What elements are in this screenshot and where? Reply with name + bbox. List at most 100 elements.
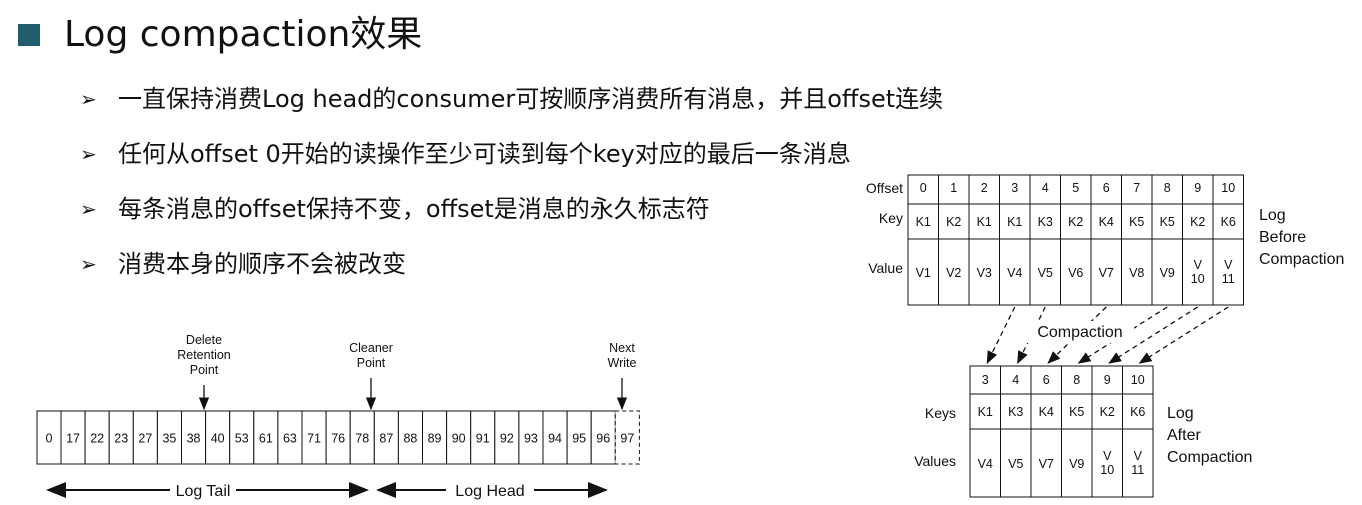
log-cell	[349, 410, 375, 465]
before-value-cell: V4	[1007, 266, 1022, 280]
before-value-cell: V3	[977, 266, 992, 280]
log-cell	[277, 410, 303, 465]
before-value-cell: 11	[1222, 272, 1235, 286]
before-offset-cell: 10	[1221, 181, 1235, 195]
log-cell	[542, 410, 568, 465]
before-offset-cell: 8	[1164, 181, 1171, 195]
before-value-cell: V5	[1038, 266, 1053, 280]
after-value-cell: V9	[1069, 457, 1084, 471]
log-cell	[590, 410, 616, 465]
after-key-cell: K1	[978, 405, 993, 419]
before-offset-cell: 5	[1072, 181, 1079, 195]
before-key-cell: K5	[1160, 215, 1175, 229]
cleaner-point-label: Point	[357, 356, 386, 370]
arrow-bullet-icon: ➢	[80, 142, 97, 166]
log-offset-label: 87	[379, 432, 393, 446]
delete-retention-point-label: Retention	[177, 348, 231, 362]
log-cell	[566, 410, 592, 465]
after-value-cell: V	[1134, 449, 1143, 463]
compaction-label: Compaction	[1037, 324, 1122, 341]
delete-retention-point-label: Point	[190, 363, 219, 377]
before-key-cell: K6	[1221, 215, 1236, 229]
after-value-cell: V	[1103, 449, 1112, 463]
before-offset-cell: 9	[1194, 181, 1201, 195]
before-offset-cell: 4	[1042, 181, 1049, 195]
before-offset-cell: 7	[1133, 181, 1140, 195]
log-offset-label: 90	[452, 432, 466, 446]
compaction-arrow	[986, 306, 1016, 365]
log-offset-label: 35	[162, 432, 176, 446]
arrow-bullet-icon: ➢	[80, 87, 97, 111]
log-cell	[181, 410, 207, 465]
log-offset-label: 88	[403, 432, 417, 446]
after-key-cell: K2	[1100, 405, 1115, 419]
after-row-label: Keys	[925, 405, 956, 421]
log-offset-label: 38	[187, 432, 201, 446]
cleaner-point-label: Cleaner	[349, 341, 393, 355]
after-key-cell: K3	[1008, 405, 1023, 419]
before-caption: Log	[1259, 207, 1286, 224]
before-row-label: Key	[879, 210, 903, 226]
after-offset-cell: 9	[1104, 373, 1111, 387]
log-head-label: Log Head	[455, 483, 524, 500]
log-offset-label: 97	[620, 432, 634, 446]
log-cell	[84, 410, 110, 465]
log-cell	[205, 410, 231, 465]
compaction-label-bg	[1026, 321, 1134, 343]
after-offset-cell: 10	[1131, 373, 1145, 387]
log-offset-label: 94	[548, 432, 562, 446]
next-write-label: Write	[608, 356, 637, 370]
log-offset-label: 92	[500, 432, 514, 446]
before-key-cell: K2	[1190, 215, 1205, 229]
log-offset-label: 78	[355, 432, 369, 446]
log-offset-label: 93	[524, 432, 538, 446]
log-offset-label: 89	[428, 432, 442, 446]
bullet-text: 消费本身的顺序不会被改变	[118, 250, 406, 278]
after-offset-cell: 4	[1012, 373, 1019, 387]
arrow-bullet-icon: ➢	[80, 197, 97, 221]
before-value-cell: 10	[1191, 272, 1205, 286]
before-value-cell: V9	[1160, 266, 1175, 280]
after-value-cell: V7	[1039, 457, 1054, 471]
after-offset-cell: 6	[1043, 373, 1050, 387]
before-table-frame	[907, 174, 1244, 306]
before-value-cell: V	[1224, 258, 1233, 272]
before-caption: Compaction	[1259, 251, 1344, 268]
after-key-cell: K6	[1130, 405, 1145, 419]
before-key-cell: K4	[1099, 215, 1114, 229]
before-offset-cell: 2	[981, 181, 988, 195]
compaction-arrow	[1138, 306, 1229, 364]
log-offset-label: 76	[331, 432, 345, 446]
log-offset-label: 91	[476, 432, 490, 446]
log-cell	[614, 410, 640, 465]
before-offset-cell: 3	[1011, 181, 1018, 195]
log-offset-label: 96	[596, 432, 610, 446]
log-cell	[422, 410, 448, 465]
after-key-cell: K5	[1069, 405, 1084, 419]
log-cell	[446, 410, 472, 465]
log-offset-label: 63	[283, 432, 297, 446]
before-caption: Before	[1259, 229, 1306, 246]
log-cell	[470, 410, 496, 465]
log-cell	[301, 410, 327, 465]
log-cell	[325, 410, 351, 465]
before-value-cell: V6	[1068, 266, 1083, 280]
log-offset-label: 0	[46, 432, 53, 446]
arrow-bullet-icon: ➢	[80, 252, 97, 276]
log-offset-label: 61	[259, 432, 273, 446]
bullet-text: 任何从offset 0开始的读操作至少可读到每个key对应的最后一条消息	[118, 140, 851, 168]
after-offset-cell: 3	[982, 373, 989, 387]
log-offset-label: 40	[211, 432, 225, 446]
before-key-cell: K5	[1129, 215, 1144, 229]
after-caption: Compaction	[1167, 449, 1252, 466]
before-value-cell: V1	[916, 266, 931, 280]
before-key-cell: K2	[1068, 215, 1083, 229]
page-title: Log compaction效果	[64, 14, 423, 55]
log-offset-label: 53	[235, 432, 249, 446]
before-value-cell: V	[1194, 258, 1203, 272]
next-write-label: Next	[609, 341, 635, 355]
title-bullet-icon	[18, 24, 40, 46]
log-tail-label: Log Tail	[176, 483, 231, 500]
before-key-cell: K3	[1038, 215, 1053, 229]
